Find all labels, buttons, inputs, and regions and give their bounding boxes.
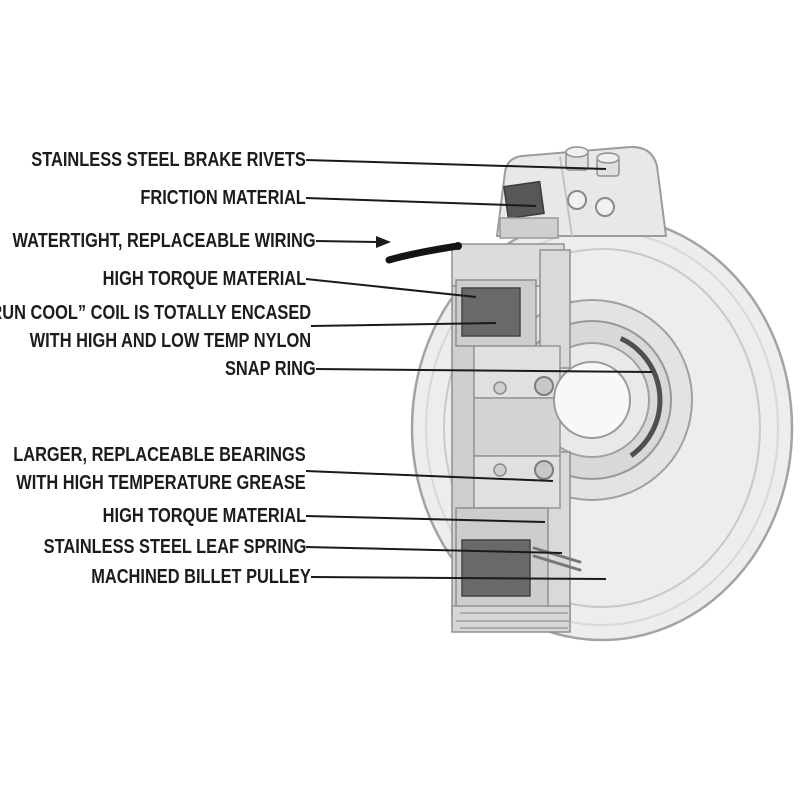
friction-material-block [503, 180, 545, 220]
leader-line-leaf-spring [305, 546, 563, 554]
callout-high-torque-lower: HIGH TORQUE MATERIAL [103, 504, 306, 528]
leader-line-high-torque-upper [305, 278, 477, 298]
leader-line-run-cool-coil [310, 322, 497, 327]
leader-line-bearings [305, 470, 554, 482]
brake-armature [495, 145, 668, 239]
leaf-spring [532, 546, 582, 572]
hub-center-section [473, 397, 561, 457]
callout-line: “RUN COOL” COIL IS TOTALLY ENCASED [0, 302, 311, 324]
callout-friction-material: FRICTION MATERIAL [141, 186, 306, 210]
leader-line-snap-ring [315, 368, 653, 373]
callout-line: HIGH TORQUE MATERIAL [102, 268, 306, 290]
snap-ring [619, 336, 663, 458]
callout-line: MACHINED BILLET PULLEY [91, 566, 311, 588]
callout-leaf-spring: STAINLESS STEEL LEAF SPRING [43, 535, 306, 559]
callout-line: STAINLESS STEEL BRAKE RIVETS [31, 149, 306, 171]
cross-section [451, 243, 582, 633]
callout-line: HIGH TORQUE MATERIAL [102, 505, 306, 527]
leader-line-friction-material [305, 197, 537, 207]
upper-coil [461, 287, 521, 337]
leader-lines [305, 159, 653, 580]
callout-line: WITH HIGH AND LOW TEMP NYLON [29, 330, 311, 352]
callout-line: WATERTIGHT, REPLACEABLE WIRING [12, 230, 316, 252]
callout-line: WITH HIGH TEMPERATURE GREASE [16, 472, 306, 494]
callout-billet-pulley: MACHINED BILLET PULLEY [91, 565, 311, 589]
callout-run-cool-coil: “RUN COOL” COIL IS TOTALLY ENCASED WITH … [0, 299, 311, 355]
callout-high-torque-upper: HIGH TORQUE MATERIAL [103, 267, 306, 291]
callout-wiring: WATERTIGHT, REPLACEABLE WIRING [13, 229, 316, 253]
callout-line: STAINLESS STEEL LEAF SPRING [43, 536, 306, 558]
callout-line: FRICTION MATERIAL [140, 187, 306, 209]
lower-coil [461, 539, 531, 597]
hub-bore [553, 361, 631, 439]
wire [385, 242, 462, 264]
bearing-upper [493, 376, 554, 396]
brake-rivets [565, 146, 620, 217]
leader-line-brake-rivets [305, 159, 607, 170]
callout-snap-ring: SNAP RING [225, 357, 316, 381]
wiring-arrowhead-icon [376, 236, 391, 248]
pulley-grooves [456, 612, 570, 629]
callout-bearings: LARGER, REPLACEABLE BEARINGS WITH HIGH T… [14, 441, 306, 497]
leader-line-wiring [315, 240, 377, 243]
callout-line: SNAP RING [225, 358, 316, 380]
callout-line: LARGER, REPLACEABLE BEARINGS [13, 444, 306, 466]
leader-line-billet-pulley [310, 576, 607, 580]
bearing-lower [493, 460, 554, 480]
callout-brake-rivets: STAINLESS STEEL BRAKE RIVETS [31, 148, 306, 172]
leader-line-high-torque-lower [305, 515, 546, 523]
